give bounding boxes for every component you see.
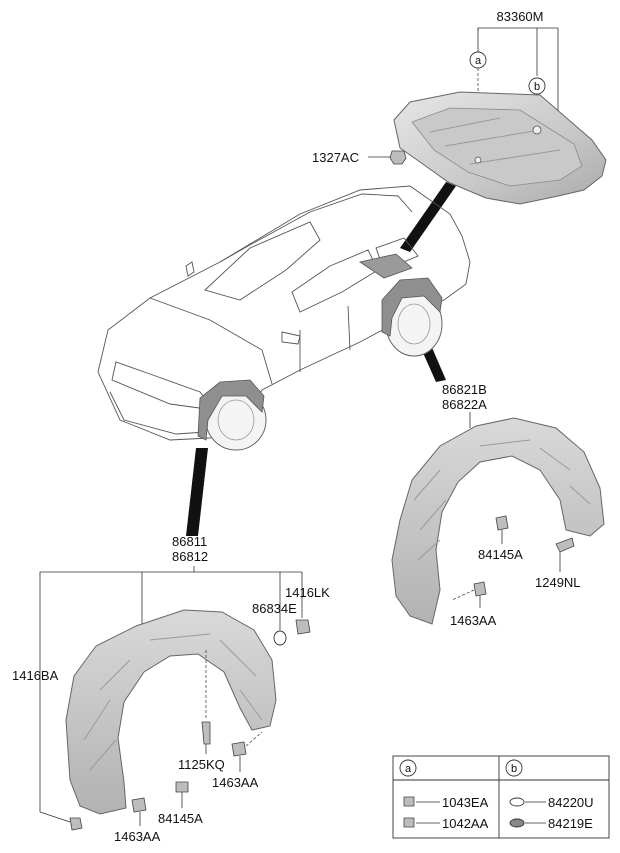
- legend-1042AA-icon: [403, 817, 415, 828]
- callout-b-text: b: [534, 81, 540, 93]
- clip-1463AA-front-icon: [231, 741, 247, 757]
- car-roof-line: [219, 193, 413, 263]
- under-cover-clip-b: [532, 125, 542, 135]
- legend-b-circle: [505, 759, 523, 777]
- legend-a-circle: [399, 759, 417, 777]
- legend-1042AA-label: 1042AA: [442, 816, 489, 831]
- car-illustration: [97, 185, 471, 451]
- legend-84219E-label: 84219E: [548, 816, 593, 831]
- rear-guard-part: [391, 417, 605, 625]
- front-guard-leader: [39, 571, 281, 812]
- front-guard-label-rh: 86812: [172, 549, 208, 564]
- clip-1416LK-icon: [295, 619, 311, 635]
- car-rear-guard-highlight: [381, 277, 443, 337]
- rear-guard-group: 86821B 86822A 84145A 1249NL 1463AA: [391, 382, 605, 628]
- rear-clip-84145A-label: 84145A: [478, 547, 523, 562]
- rear-clip-1463AA-label: 1463AA: [450, 613, 497, 628]
- under-cover-nut-label: 1327AC: [312, 150, 359, 165]
- car-rear-hub: [397, 303, 431, 345]
- rear-clip-84145A-icon: [495, 515, 509, 531]
- screw-1125KQ-label: 1125KQ: [178, 757, 225, 772]
- clip-1416LK-label: 1416LK: [285, 585, 330, 600]
- rear-guard-label-lh: 86821B: [442, 382, 487, 397]
- clip-1463AA-front-label: 1463AA: [212, 775, 259, 790]
- legend-1043EA-icon: [403, 796, 415, 807]
- clip-1463AA-front-dash: [245, 731, 263, 747]
- rear-clip-1463AA-dash: [451, 589, 475, 601]
- front-guard-part: [65, 609, 277, 815]
- legend-a-header: a: [405, 763, 412, 775]
- clip-1463AA-bottom-icon: [131, 797, 147, 813]
- under-cover-group: 83360M a b 1327AC: [312, 9, 607, 205]
- legend-84220U-label: 84220U: [548, 795, 594, 810]
- clip-84145A-front-icon: [175, 781, 189, 793]
- rear-screw-1249NL-icon: [555, 537, 575, 553]
- car-antenna: [185, 261, 195, 277]
- under-cover-label: 83360M: [497, 9, 544, 24]
- clip-84145A-front-label: 84145A: [158, 811, 203, 826]
- car-hood-line: [149, 297, 273, 385]
- front-guard-group: 86811 86812 86834E 1416LK 1416BA 1125KQ …: [12, 534, 330, 844]
- car-windshield: [204, 221, 321, 301]
- car-mirror: [281, 331, 301, 345]
- car-grille: [111, 361, 216, 411]
- legend-84220U-icon: [509, 797, 525, 807]
- legend-table: a b 1043EA 1042AA 84220U 84219E: [392, 755, 610, 839]
- front-guard-label-lh: 86811: [172, 534, 207, 549]
- bolt-1416BA-label: 1416BA: [12, 668, 59, 683]
- legend-1043EA-label: 1043EA: [442, 795, 489, 810]
- rear-clip-1463AA-icon: [473, 581, 487, 597]
- washer-86834E-label: 86834E: [252, 601, 297, 616]
- front-guard-ribs: [83, 633, 263, 771]
- pointer-under-cover: [400, 182, 456, 252]
- legend-b-header: b: [511, 763, 517, 775]
- car-bumper: [109, 391, 207, 435]
- car-front-guard-highlight: [197, 379, 265, 441]
- screw-1125KQ-icon: [201, 721, 211, 745]
- under-cover-clip-a: [474, 156, 482, 164]
- rear-guard-ribs: [413, 439, 591, 561]
- washer-86834E-icon: [273, 630, 287, 646]
- under-cover-ribs: [429, 117, 561, 165]
- car-front-window: [291, 249, 379, 313]
- bolt-1416BA-icon: [69, 817, 83, 831]
- pointer-front-guard: [186, 448, 208, 536]
- rear-screw-1249NL-label: 1249NL: [535, 575, 581, 590]
- legend-84219E-icon: [509, 818, 525, 828]
- legend-border: [392, 755, 610, 839]
- car-front-hub: [217, 399, 255, 441]
- callout-a-text: a: [475, 55, 482, 67]
- under-cover-nut-icon: [389, 150, 407, 165]
- rear-guard-label-rh: 86822A: [442, 397, 487, 412]
- car-under-cover-highlight: [358, 253, 413, 279]
- bolt-1416BA-leader: [39, 811, 71, 823]
- clip-1463AA-bottom-label: 1463AA: [114, 829, 161, 844]
- car-door-line-2: [347, 305, 351, 351]
